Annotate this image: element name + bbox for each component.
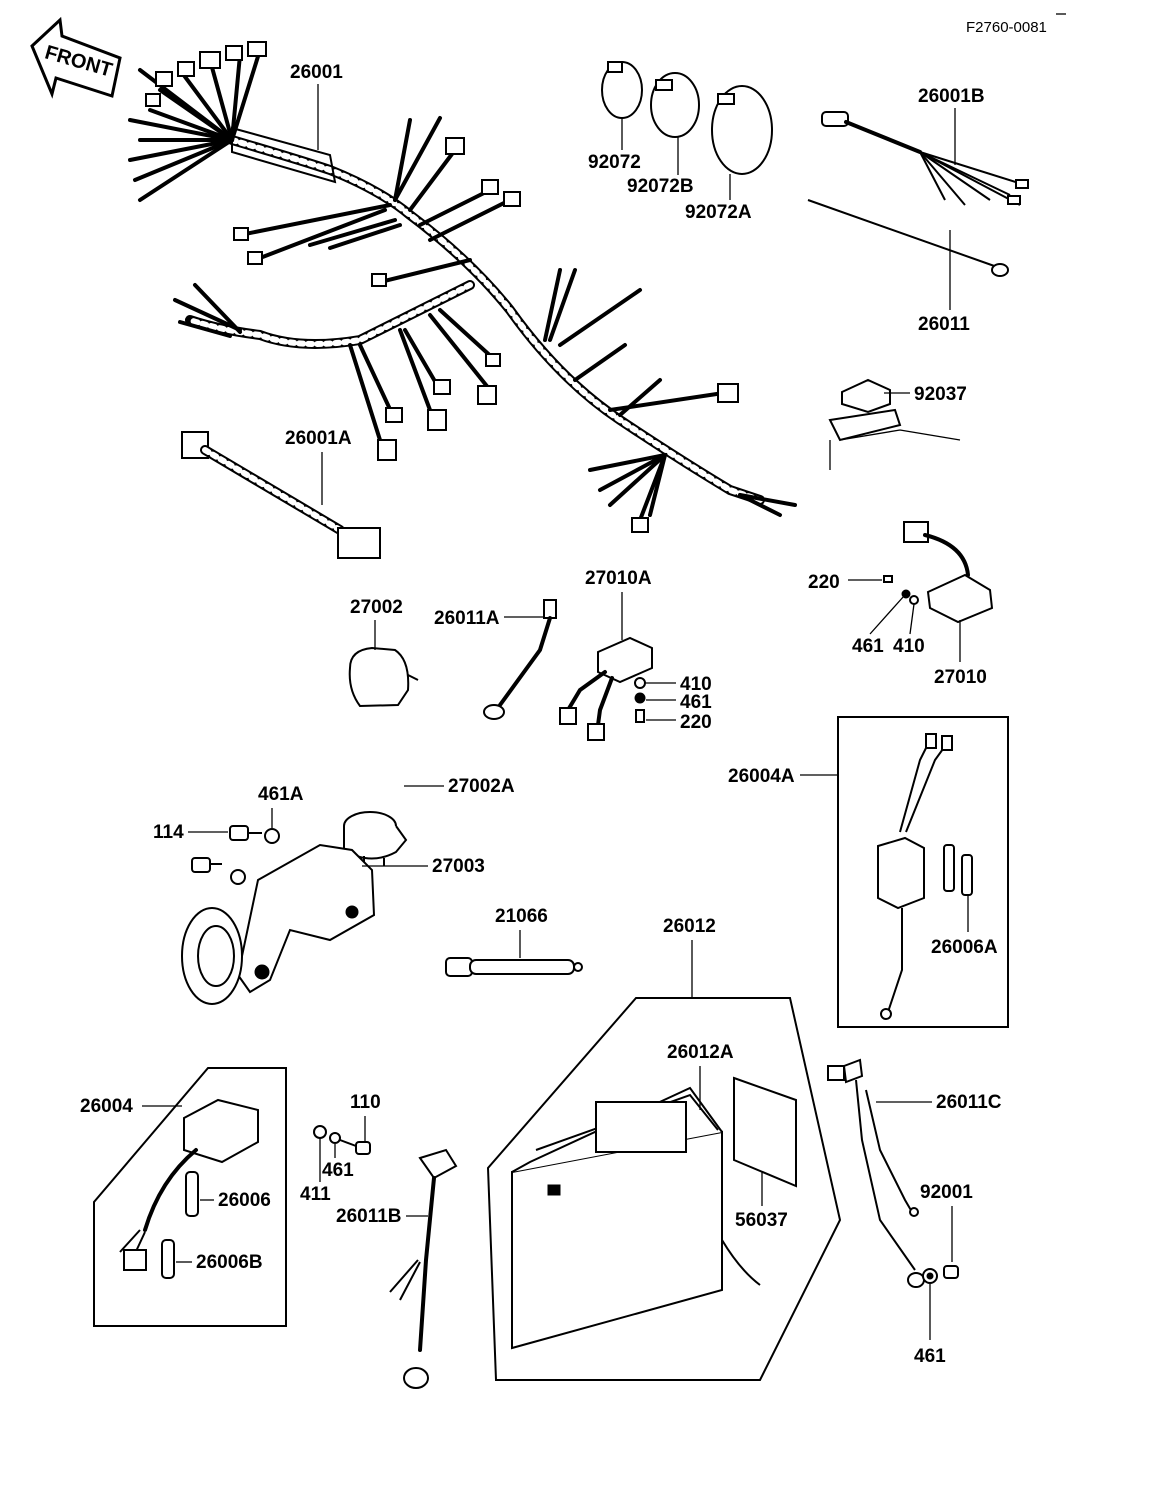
label-92072B: 92072B [627, 176, 694, 197]
label-461-c: 461 [914, 1346, 946, 1367]
label-27010: 27010 [934, 667, 987, 688]
label-26011A: 26011A [434, 608, 500, 629]
fuse-box-26004 [119, 1098, 259, 1279]
ground-lead-26011C [827, 1058, 959, 1288]
label-26004: 26004 [80, 1096, 133, 1117]
label-220-b: 220 [808, 572, 840, 593]
label-27002A: 27002A [448, 776, 515, 797]
bolt-set-110 [313, 1125, 371, 1155]
main-wiring-harness [128, 41, 797, 533]
leader-461-b [869, 595, 905, 635]
clamp-92037 [828, 378, 961, 470]
label-26004A: 26004A [728, 766, 795, 787]
relay-27002A [343, 811, 408, 866]
strap-92072A [711, 85, 773, 175]
label-26012A: 26012A [667, 1042, 734, 1063]
label-27003: 27003 [432, 856, 485, 877]
label-92072: 92072 [588, 152, 641, 173]
label-26012: 26012 [663, 916, 716, 937]
leader-410-b [909, 603, 915, 635]
label-56037: 56037 [735, 1210, 788, 1231]
label-26011C: 26011C [936, 1092, 1002, 1113]
horn-27003 [181, 825, 376, 1005]
label-26011B: 26011B [336, 1206, 402, 1227]
label-461-a: 461 [680, 692, 712, 713]
label-92001: 92001 [920, 1182, 973, 1203]
frame-26004 [93, 1067, 287, 1327]
label-26006B: 26006B [196, 1252, 263, 1273]
label-461A: 461A [258, 784, 304, 805]
fuse-21066 [445, 957, 583, 977]
sub-harness-26001B [821, 111, 1029, 206]
ground-lead-26011 [807, 199, 1009, 277]
label-26006: 26006 [218, 1190, 271, 1211]
label-461-b: 461 [852, 636, 884, 657]
strap-92072B [650, 72, 700, 138]
battery-26012A [511, 1086, 761, 1350]
ground-lead-26011B [389, 1148, 458, 1389]
strap-92072 [601, 61, 643, 119]
frame-26004A [837, 716, 1009, 1028]
label-92037: 92037 [914, 384, 967, 405]
label-27010A: 27010A [585, 568, 652, 589]
label-92072A: 92072A [685, 202, 752, 223]
regulator-27010 [883, 521, 994, 624]
fuse-box-26004A [877, 733, 973, 1020]
label-461-d: 461 [322, 1160, 354, 1181]
label-410-b: 410 [893, 636, 925, 657]
label-26011: 26011 [918, 314, 970, 335]
relay-27002 [348, 646, 419, 708]
label-26001A: 26001A [285, 428, 352, 449]
label-21066: 21066 [495, 906, 548, 927]
label-411: 411 [300, 1184, 331, 1205]
label-220-a: 220 [680, 712, 712, 733]
label-114: 114 [153, 822, 184, 843]
label-sheet-56037 [733, 1076, 797, 1188]
front-arrow-icon: FRONT [30, 16, 122, 99]
label-410-a: 410 [680, 674, 712, 695]
frame-26012 [486, 997, 842, 1381]
figure-code: F2760-0081 [966, 19, 1047, 36]
label-26001: 26001 [290, 62, 343, 83]
label-27002: 27002 [350, 597, 403, 618]
lead-26011A [483, 599, 557, 720]
label-26001B: 26001B [918, 86, 985, 107]
regulator-27010A [559, 636, 653, 741]
label-110: 110 [350, 1092, 381, 1113]
label-26006A: 26006A [931, 937, 998, 958]
sub-harness-26001A [181, 431, 381, 559]
